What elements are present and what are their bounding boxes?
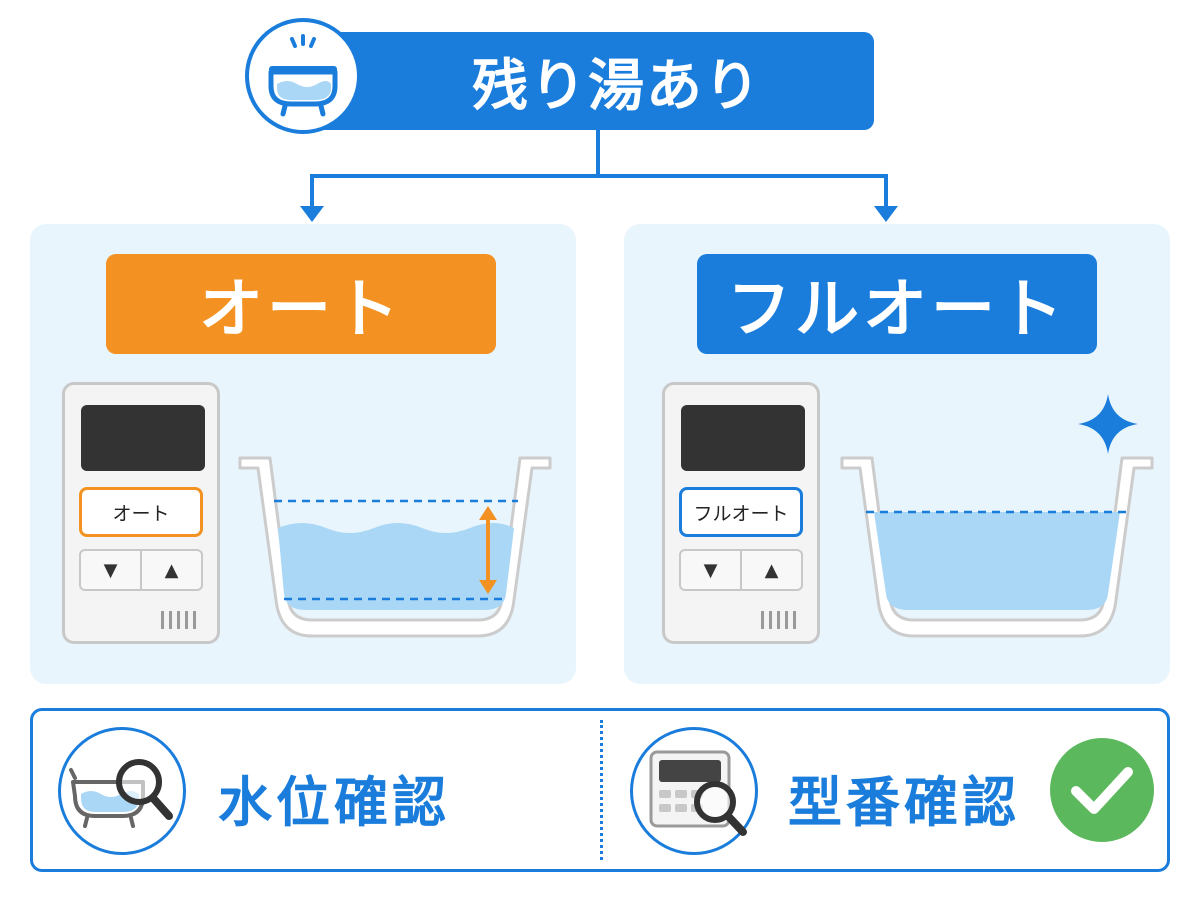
title-text: 残り湯あり — [472, 53, 762, 119]
auto-mode-label: オート — [106, 254, 496, 354]
full-auto-mode-label: フルオート — [697, 254, 1097, 354]
check-divider — [600, 720, 603, 860]
model-number-check-text: 型番確認 — [788, 771, 1020, 834]
auto-mode-text: オート — [199, 273, 403, 347]
auto-remote-button[interactable]: オート — [79, 487, 203, 537]
remote-screen — [81, 405, 205, 471]
speaker-vents — [161, 611, 201, 629]
model-number-check-label: 型番確認 — [788, 758, 1020, 837]
connector-lines — [300, 130, 898, 222]
remote-magnifier-icon — [630, 727, 758, 855]
remote-arrow-buttons: ▼ ▲ — [79, 549, 203, 591]
full-auto-bathtub — [840, 456, 1154, 638]
auto-remote-button-label: オート — [112, 502, 170, 525]
full-auto-mode-text: フルオート — [727, 273, 1067, 347]
bathtub-icon — [245, 18, 361, 134]
full-auto-remote-button[interactable]: フルオート — [679, 487, 803, 537]
down-triangle-icon: ▼ — [703, 559, 718, 581]
orange-double-arrow-icon — [479, 506, 497, 594]
sparkle-icon — [1078, 394, 1138, 454]
page-title: 残り湯あり — [300, 32, 874, 130]
check-circle-icon — [1048, 736, 1156, 848]
auto-bathtub — [238, 456, 552, 638]
up-arrow-button[interactable]: ▲ — [740, 551, 801, 589]
arrow-down-right — [874, 206, 898, 222]
speaker-vents — [761, 611, 801, 629]
water-level-check-label: 水位確認 — [218, 758, 450, 837]
auto-remote: オート ▼ ▲ — [62, 382, 220, 644]
full-auto-remote-button-label: フルオート — [693, 502, 789, 525]
remote-arrow-buttons: ▼ ▲ — [679, 549, 803, 591]
remote-screen — [681, 405, 805, 471]
arrow-down-left — [300, 206, 324, 222]
bathtub-magnifier-icon — [58, 727, 186, 855]
water-level-check-text: 水位確認 — [218, 771, 450, 834]
up-arrow-button[interactable]: ▲ — [140, 551, 201, 589]
down-arrow-button[interactable]: ▼ — [681, 551, 740, 589]
down-triangle-icon: ▼ — [103, 559, 118, 581]
down-arrow-button[interactable]: ▼ — [81, 551, 140, 589]
check-steps-box — [30, 708, 1170, 872]
up-triangle-icon: ▲ — [764, 559, 779, 581]
up-triangle-icon: ▲ — [164, 559, 179, 581]
full-auto-remote: フルオート ▼ ▲ — [662, 382, 820, 644]
